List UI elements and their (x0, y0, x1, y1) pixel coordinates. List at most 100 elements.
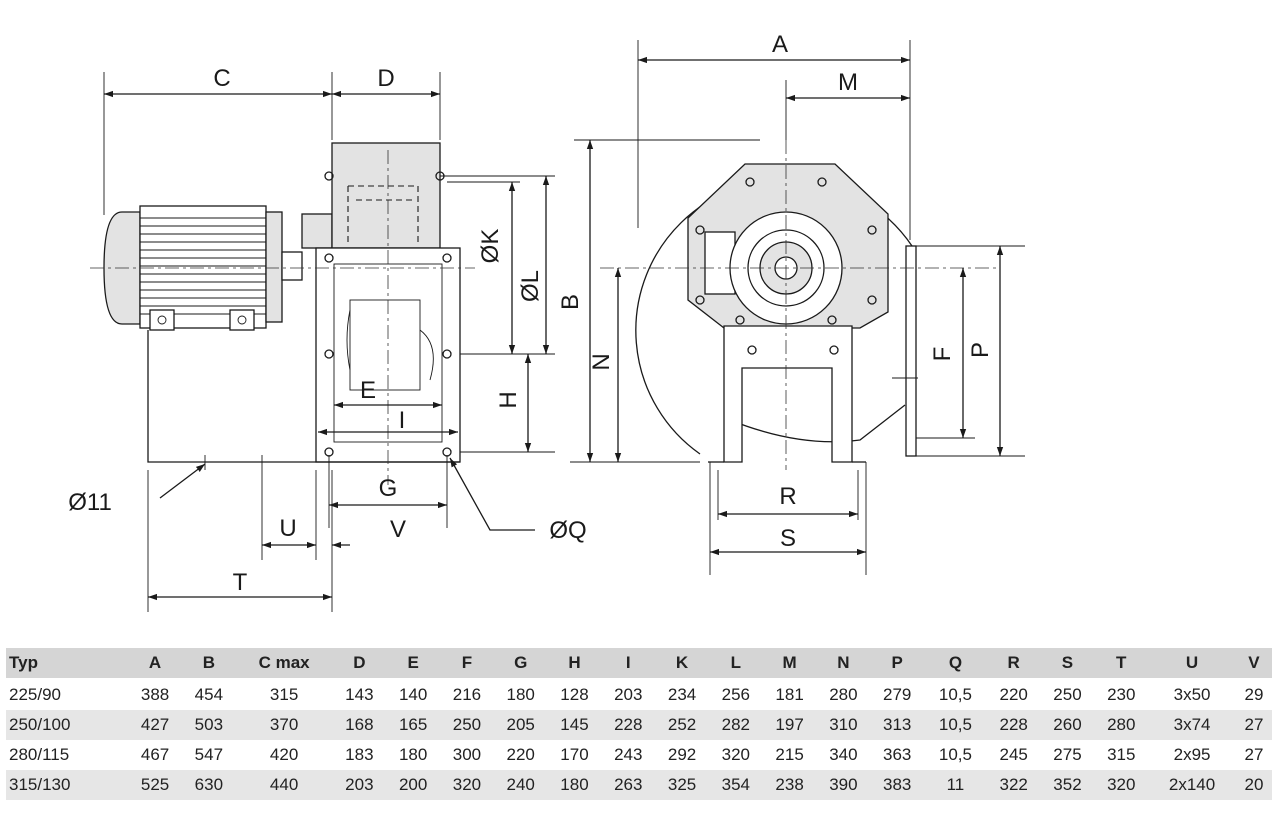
label-k: ØK (477, 229, 504, 264)
label-f: F (929, 347, 956, 362)
table-cell: 383 (870, 770, 925, 800)
table-cell: 315 (235, 679, 333, 710)
table-cell: 168 (332, 710, 387, 740)
table-cell: 467 (128, 740, 182, 770)
label-c: C (213, 65, 230, 92)
table-cell: 27 (1235, 710, 1272, 740)
column-header: A (128, 648, 182, 680)
table-cell: 363 (870, 740, 925, 770)
table-cell: 165 (386, 710, 441, 740)
table-cell: 320 (708, 740, 763, 770)
table-cell: 228 (986, 710, 1041, 740)
table-cell: 250 (1040, 679, 1095, 710)
technical-drawing: C D A M ØK ØL B N H E I G Ø11 U V T ØQ F… (68, 31, 1025, 612)
column-header: P (870, 648, 925, 680)
column-header: L (708, 648, 763, 680)
table-cell: 315/130 (6, 770, 129, 800)
table-cell: 420 (235, 740, 333, 770)
table-cell: 216 (440, 679, 494, 710)
table-cell: 29 (1235, 679, 1272, 710)
column-header: T (1094, 648, 1149, 680)
column-header: N (816, 648, 871, 680)
table-cell: 183 (332, 740, 387, 770)
label-m: M (838, 69, 858, 96)
column-header: Q (924, 648, 987, 680)
table-cell: 228 (601, 710, 656, 740)
table-cell: 503 (181, 710, 236, 740)
table-cell: 220 (493, 740, 548, 770)
table-cell: 370 (235, 710, 333, 740)
table-cell: 313 (870, 710, 925, 740)
table-cell: 256 (708, 679, 763, 710)
column-header: D (332, 648, 387, 680)
label-h: H (495, 391, 522, 408)
table-cell: 354 (708, 770, 763, 800)
table-cell: 320 (440, 770, 494, 800)
column-header: U (1148, 648, 1236, 680)
table-cell: 245 (986, 740, 1041, 770)
table-cell: 250/100 (6, 710, 129, 740)
table-cell: 20 (1235, 770, 1272, 800)
table-cell: 197 (762, 710, 817, 740)
table-cell: 388 (128, 679, 182, 710)
table-cell: 250 (440, 710, 494, 740)
table-cell: 263 (601, 770, 656, 800)
table-cell: 220 (986, 679, 1041, 710)
table-cell: 181 (762, 679, 817, 710)
column-header: Typ (6, 648, 129, 680)
table-cell: 352 (1040, 770, 1095, 800)
label-r: R (779, 483, 796, 510)
table-cell: 547 (181, 740, 236, 770)
table-cell: 440 (235, 770, 333, 800)
table-cell: 10,5 (924, 740, 987, 770)
table-cell: 11 (924, 770, 987, 800)
column-header: F (440, 648, 494, 680)
table-cell: 203 (601, 679, 656, 710)
label-b: B (557, 294, 584, 310)
table-cell: 282 (708, 710, 763, 740)
table-cell: 238 (762, 770, 817, 800)
table-cell: 322 (986, 770, 1041, 800)
table-cell: 180 (386, 740, 441, 770)
label-e: E (360, 377, 376, 404)
label-q: ØQ (549, 517, 586, 544)
front-view (570, 40, 1025, 575)
table-cell: 280 (1094, 710, 1149, 740)
column-header: S (1040, 648, 1095, 680)
table-cell: 140 (386, 679, 441, 710)
table-cell: 275 (1040, 740, 1095, 770)
label-t: T (233, 569, 248, 596)
dimension-labels: C D A M ØK ØL B N H E I G Ø11 U V T ØQ F… (68, 31, 994, 596)
table-cell: 315 (1094, 740, 1149, 770)
label-o11: Ø11 (68, 489, 112, 516)
table-cell: 215 (762, 740, 817, 770)
table-cell: 390 (816, 770, 871, 800)
table-cell: 292 (655, 740, 709, 770)
table-cell: 280/115 (6, 740, 129, 770)
table-cell: 320 (1094, 770, 1149, 800)
column-header: K (655, 648, 709, 680)
table-cell: 145 (547, 710, 602, 740)
column-header: M (762, 648, 817, 680)
motor (103, 205, 333, 331)
column-header: I (601, 648, 656, 680)
table-cell: 454 (181, 679, 236, 710)
column-header: C max (235, 648, 333, 680)
table-cell: 143 (332, 679, 387, 710)
table-cell: 243 (601, 740, 656, 770)
table-cell: 128 (547, 679, 602, 710)
table-cell: 10,5 (924, 679, 987, 710)
label-g: G (379, 475, 398, 502)
column-header: R (986, 648, 1041, 680)
table-cell: 180 (547, 770, 602, 800)
table-cell: 200 (386, 770, 441, 800)
table-cell: 310 (816, 710, 871, 740)
table-cell: 427 (128, 710, 182, 740)
table-cell: 10,5 (924, 710, 987, 740)
table-cell: 203 (332, 770, 387, 800)
